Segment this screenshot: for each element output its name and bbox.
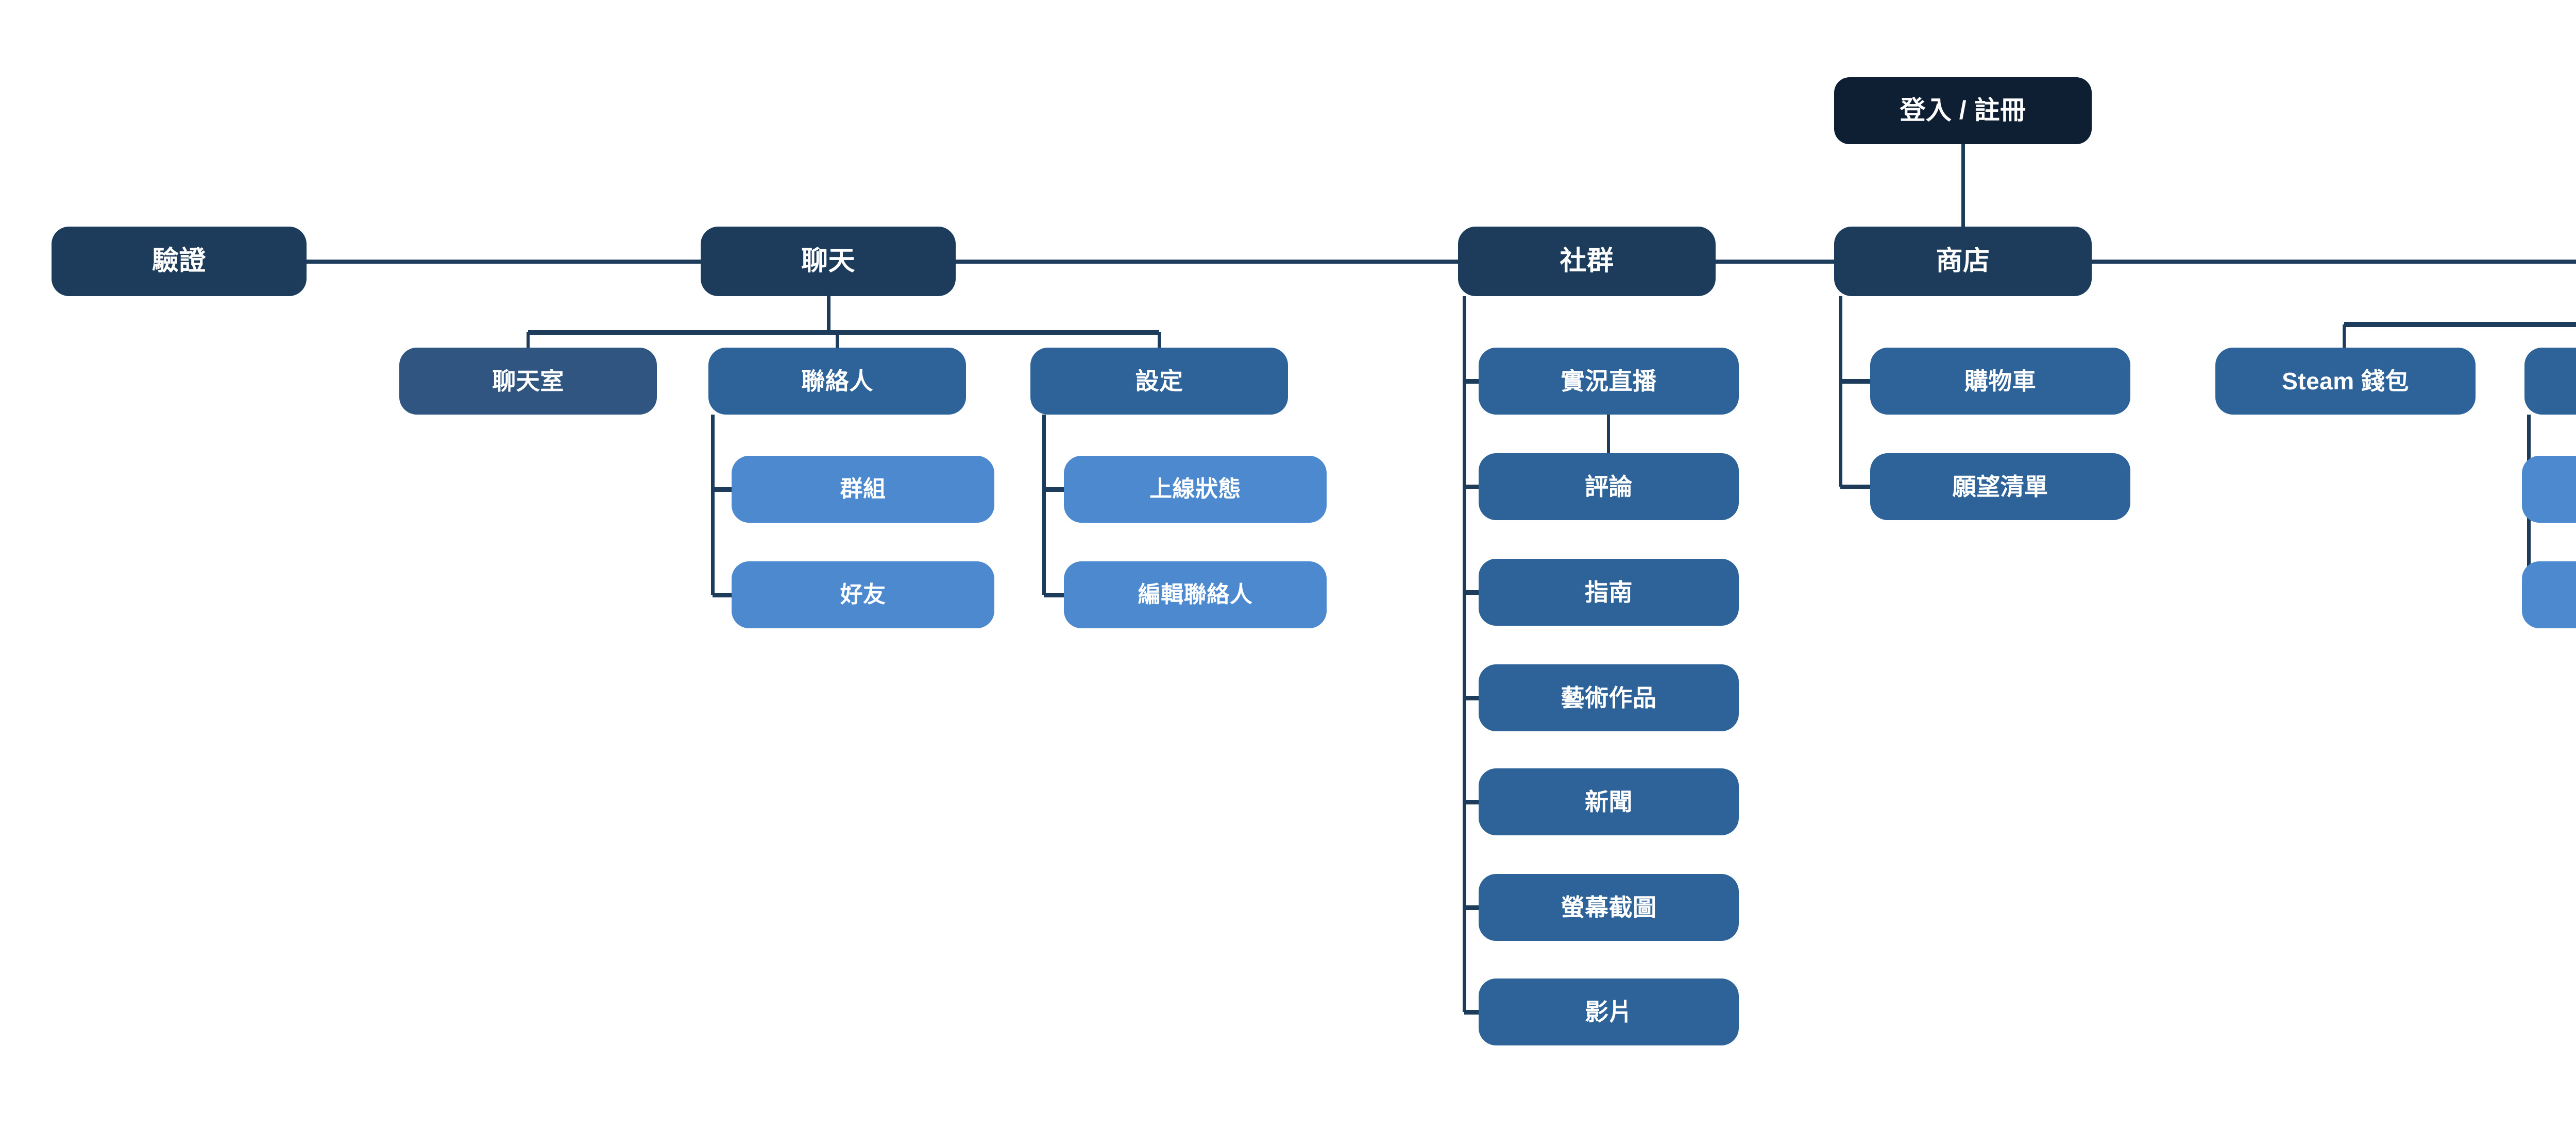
node-achieve[interactable]: 成就 — [2522, 456, 2576, 523]
connector-chat-bus — [528, 330, 1159, 335]
node-online[interactable]: 上線狀態 — [1064, 456, 1327, 523]
connector-settings-to-edit — [1044, 593, 1066, 597]
connector-store-to-cart — [1840, 379, 1873, 384]
connector-chat-stem — [827, 296, 831, 332]
connector-chat-drop-chatroom — [527, 332, 530, 348]
connector-contacts-to-friends — [713, 593, 734, 597]
connector-settings-to-online — [1044, 487, 1066, 492]
connector-contacts-to-groups — [713, 487, 734, 492]
node-reviews[interactable]: 評論 — [1479, 453, 1739, 520]
node-wallet[interactable]: Steam 錢包 — [2215, 348, 2476, 415]
node-groups[interactable]: 群組 — [732, 456, 994, 523]
node-broadcast[interactable]: 實況直播 — [1479, 348, 1739, 415]
node-wishlist[interactable]: 願望清單 — [1870, 453, 2130, 520]
node-profile[interactable]: 個人檔案 — [2524, 348, 2576, 415]
node-community[interactable]: 社群 — [1458, 227, 1716, 296]
node-login[interactable]: 登入 / 註冊 — [1834, 77, 2092, 144]
connector-login-to-store — [1961, 144, 1965, 227]
node-chat[interactable]: 聊天 — [701, 227, 956, 296]
connector-settings-spine — [1042, 415, 1046, 595]
connector-store-spine — [1839, 296, 1842, 487]
node-recent[interactable]: 最近遊玩 — [2522, 561, 2576, 628]
connector-mine-bus — [2344, 322, 2576, 327]
node-auth[interactable]: 驗證 — [52, 227, 307, 296]
connector-chat-drop-settings — [1158, 332, 1161, 348]
node-screens[interactable]: 螢幕截圖 — [1479, 874, 1739, 941]
node-cart[interactable]: 購物車 — [1870, 348, 2130, 415]
connector-community-spine — [1463, 296, 1466, 1012]
node-settings[interactable]: 設定 — [1030, 348, 1288, 415]
node-friends[interactable]: 好友 — [732, 561, 994, 628]
connector-store-to-wishlist — [1840, 485, 1873, 489]
node-contacts[interactable]: 聯絡人 — [708, 348, 966, 415]
node-editcont[interactable]: 編輯聯絡人 — [1064, 561, 1327, 628]
node-videos[interactable]: 影片 — [1479, 978, 1739, 1045]
node-store[interactable]: 商店 — [1834, 227, 2092, 296]
node-news[interactable]: 新聞 — [1479, 768, 1739, 835]
connector-mine-drop-wallet — [2343, 324, 2346, 348]
connector-store-to-mine — [2092, 260, 2576, 264]
connector-auth-to-chat — [307, 260, 701, 264]
connector-chat-drop-contacts — [836, 332, 839, 348]
node-guides[interactable]: 指南 — [1479, 559, 1739, 626]
connector-community-to-store — [1716, 260, 1834, 264]
node-artwork[interactable]: 藝術作品 — [1479, 664, 1739, 731]
node-chatroom[interactable]: 聊天室 — [399, 348, 657, 415]
connector-broadcast-to-reviews — [1607, 415, 1610, 453]
connector-contacts-spine — [711, 415, 715, 595]
connector-chat-to-community — [956, 260, 1458, 264]
